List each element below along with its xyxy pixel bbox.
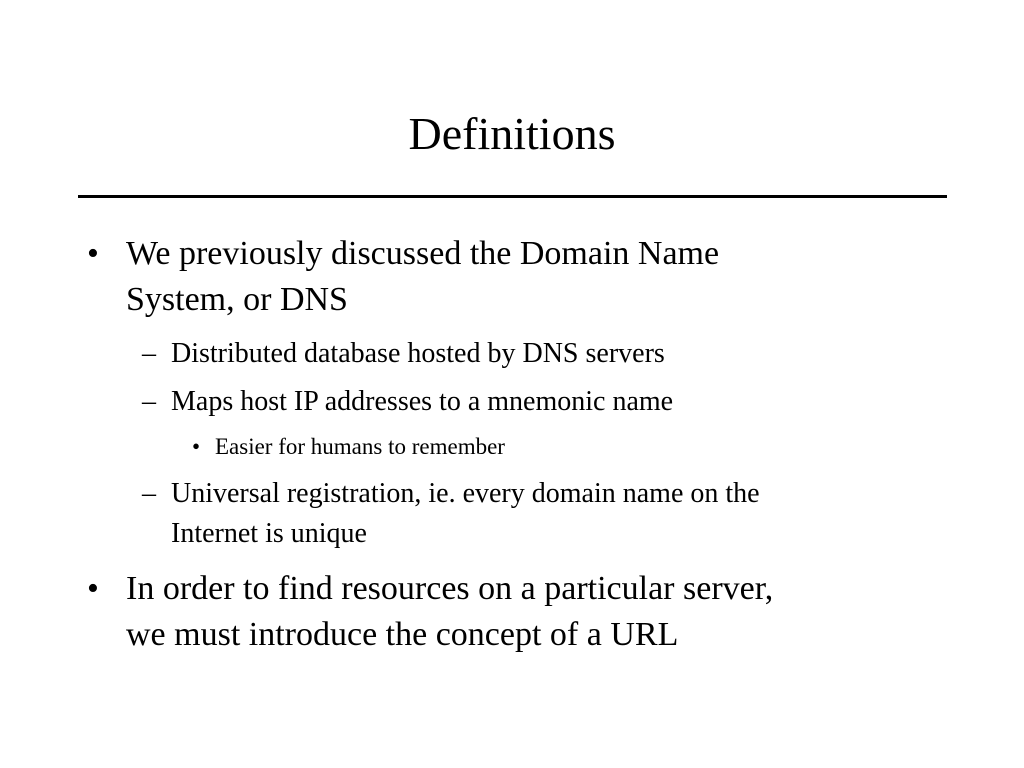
bullet-text-line: In order to find resources on a particul… — [126, 570, 774, 607]
sub-bullet-item: – Maps host IP addresses to a mnemonic n… — [142, 382, 942, 422]
bullet-text-line: we must introduce the concept of a URL — [126, 616, 679, 653]
bullet-marker: • — [87, 235, 99, 272]
dash-marker: – — [142, 386, 156, 417]
sub-bullet-item: – Distributed database hosted by DNS ser… — [142, 334, 942, 374]
bullet-item: • We previously discussed the Domain Nam… — [87, 231, 947, 323]
dash-marker: – — [142, 338, 156, 369]
sub-sub-bullet-text: Easier for humans to remember — [215, 434, 505, 459]
sub-bullet-item: – Universal registration, ie. every doma… — [142, 474, 962, 554]
bullet-item: • In order to find resources on a partic… — [87, 566, 947, 658]
sub-bullet-text: Maps host IP addresses to a mnemonic nam… — [171, 386, 674, 417]
bullet-text-line: System, or DNS — [126, 281, 348, 318]
sub-bullet-text: Distributed database hosted by DNS serve… — [171, 338, 665, 369]
sub-bullet-text-line: Universal registration, ie. every domain… — [171, 478, 760, 509]
title-divider — [78, 195, 947, 198]
bullet-text-line: We previously discussed the Domain Name — [126, 235, 720, 272]
sub-bullet-text-line: Internet is unique — [171, 518, 367, 549]
slide-title: Definitions — [408, 108, 616, 159]
sub-sub-bullet-item: • Easier for humans to remember — [192, 432, 892, 462]
bullet-marker: • — [87, 570, 99, 607]
bullet-marker: • — [192, 434, 201, 459]
dash-marker: – — [142, 478, 156, 509]
